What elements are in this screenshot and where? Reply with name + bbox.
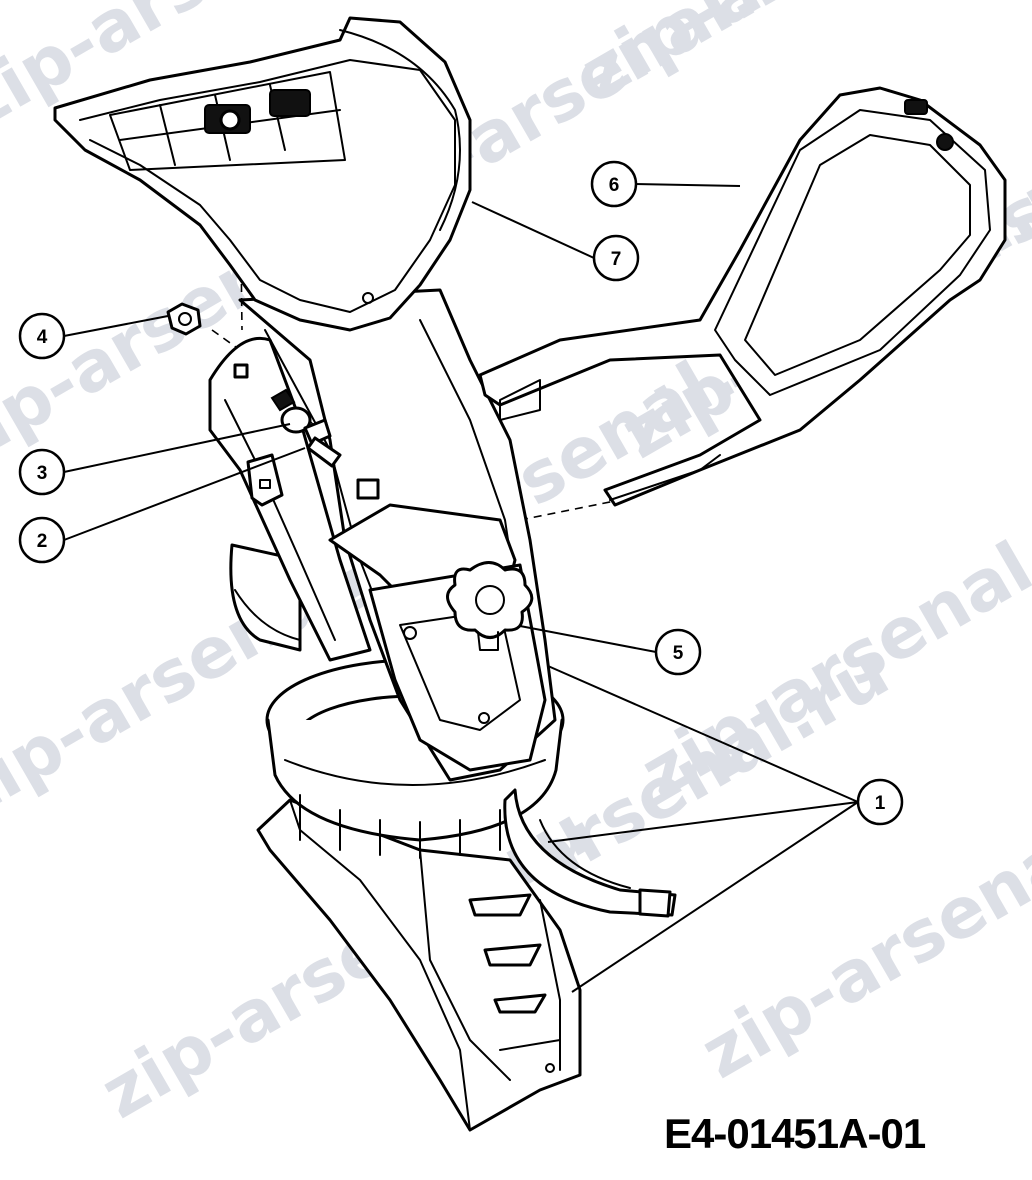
callout-3-label: 3 <box>37 463 48 484</box>
nut <box>166 302 202 336</box>
callout-6: 6 <box>590 160 638 208</box>
callout-5-label: 5 <box>673 643 684 664</box>
callout-2-label: 2 <box>37 531 48 552</box>
watermark-text: zip-arsenal.ru <box>568 0 1032 115</box>
callout-1: 1 <box>856 778 904 826</box>
star-knob <box>446 561 534 651</box>
callout-6-label: 6 <box>609 175 620 196</box>
callout-1-label: 1 <box>875 793 886 814</box>
carriage-bolt <box>303 418 342 468</box>
clamp-bracket <box>503 788 677 918</box>
callout-4: 4 <box>18 312 66 360</box>
knob-bolt <box>270 388 312 434</box>
callout-5: 5 <box>654 628 702 676</box>
drawing-code: E4-01451A-01 <box>664 1110 926 1157</box>
callout-3: 3 <box>18 448 66 496</box>
deflector-hood <box>53 16 472 332</box>
lower-chute <box>256 798 582 1132</box>
handle-frame <box>478 86 1007 507</box>
leader-lines <box>63 183 859 993</box>
callout-2: 2 <box>18 516 66 564</box>
callout-4-label: 4 <box>37 327 48 348</box>
rear-collar <box>229 543 302 652</box>
callout-7-label: 7 <box>611 249 622 270</box>
callout-7: 7 <box>592 234 640 282</box>
